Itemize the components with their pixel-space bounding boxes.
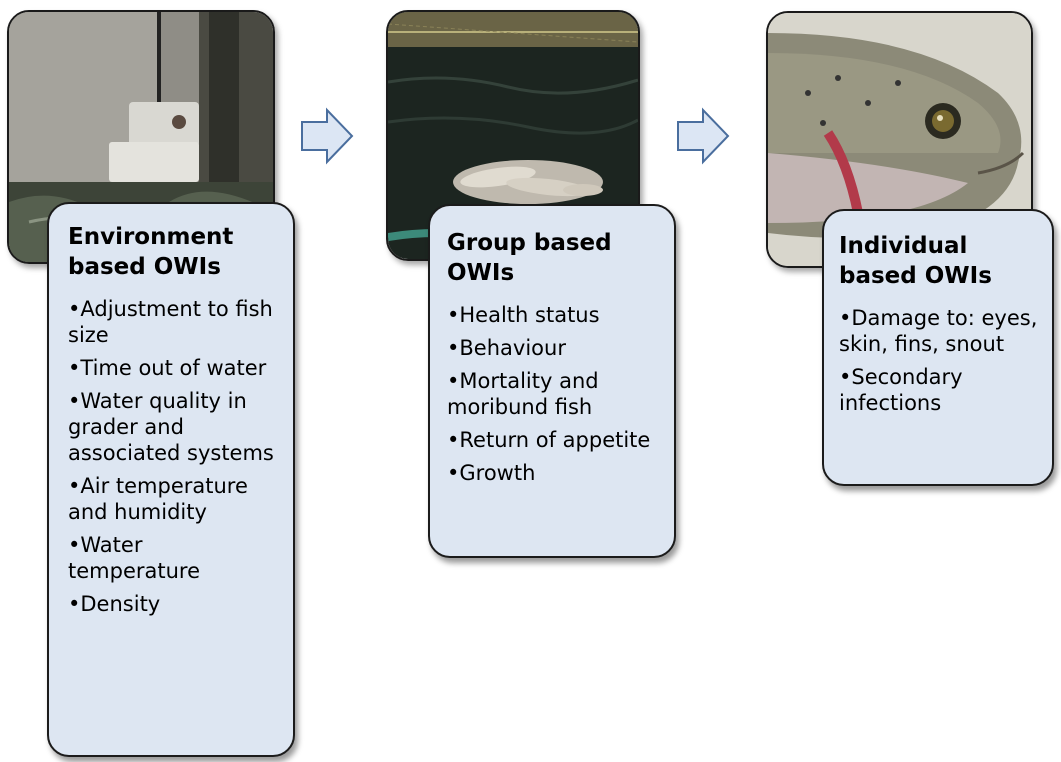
list-item: Water temperature	[68, 532, 281, 584]
list-item: Density	[68, 591, 281, 617]
list-item: Time out of water	[68, 355, 281, 381]
card-title: Environment based OWIs	[68, 224, 234, 280]
list-item: Growth	[447, 460, 662, 486]
list-item: Mortality and moribund fish	[447, 368, 662, 420]
list-item: Adjustment to fish size	[68, 296, 281, 348]
card-title: Group based OWIs	[447, 230, 612, 286]
list-item: Water quality in grader and associated s…	[68, 388, 281, 466]
indicator-list: Damage to: eyes, skin, fins, snout Secon…	[839, 305, 1042, 416]
indicator-list: Health status Behaviour Mortality and mo…	[447, 302, 662, 486]
list-item: Return of appetite	[447, 427, 662, 453]
arrow-right-icon	[301, 107, 354, 165]
indicator-list: Adjustment to fish size Time out of wate…	[68, 296, 281, 617]
list-item: Health status	[447, 302, 662, 328]
card-title: Individual based OWIs	[839, 233, 992, 289]
environment-owi-card: Environment based OWIs Adjustment to fis…	[47, 202, 295, 757]
list-item: Behaviour	[447, 335, 662, 361]
list-item: Air temperature and humidity	[68, 473, 281, 525]
group-owi-card: Group based OWIs Health status Behaviour…	[428, 204, 676, 558]
individual-owi-card: Individual based OWIs Damage to: eyes, s…	[822, 209, 1054, 486]
list-item: Secondary infections	[839, 364, 1042, 416]
list-item: Damage to: eyes, skin, fins, snout	[839, 305, 1042, 357]
arrow-right-icon	[677, 107, 730, 165]
